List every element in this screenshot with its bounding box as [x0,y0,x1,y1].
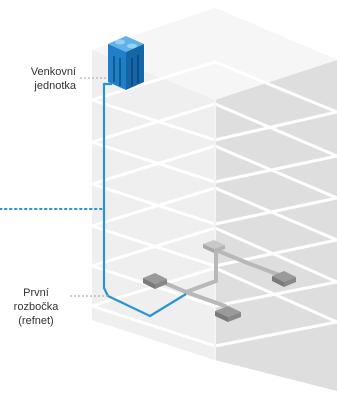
refnet-label-line2: rozbočka [13,301,59,313]
indoor-unit-top [203,240,225,253]
leader-lines [70,77,108,297]
outdoor-unit-label-line1: Venkovní [30,66,76,78]
indoor-unit-right [272,271,296,287]
building-right-face [215,8,337,391]
refnet-label-line3: (refnet) [18,315,54,327]
outdoor-unit-label: Venkovní jednotka [4,65,76,93]
building-left-face [92,8,215,360]
building-roof [92,8,337,100]
indoor-unit-left [143,273,167,289]
indoor-unit-bottom [215,306,241,322]
refrigerant-pipe [102,82,187,318]
refnet-label-line1: První [23,287,49,299]
outdoor-unit-label-line2: jednotka [34,80,76,92]
floor-edges [91,98,337,348]
outdoor-unit-icon [108,36,144,90]
refnet-label: První rozbočka (refnet) [6,286,66,328]
